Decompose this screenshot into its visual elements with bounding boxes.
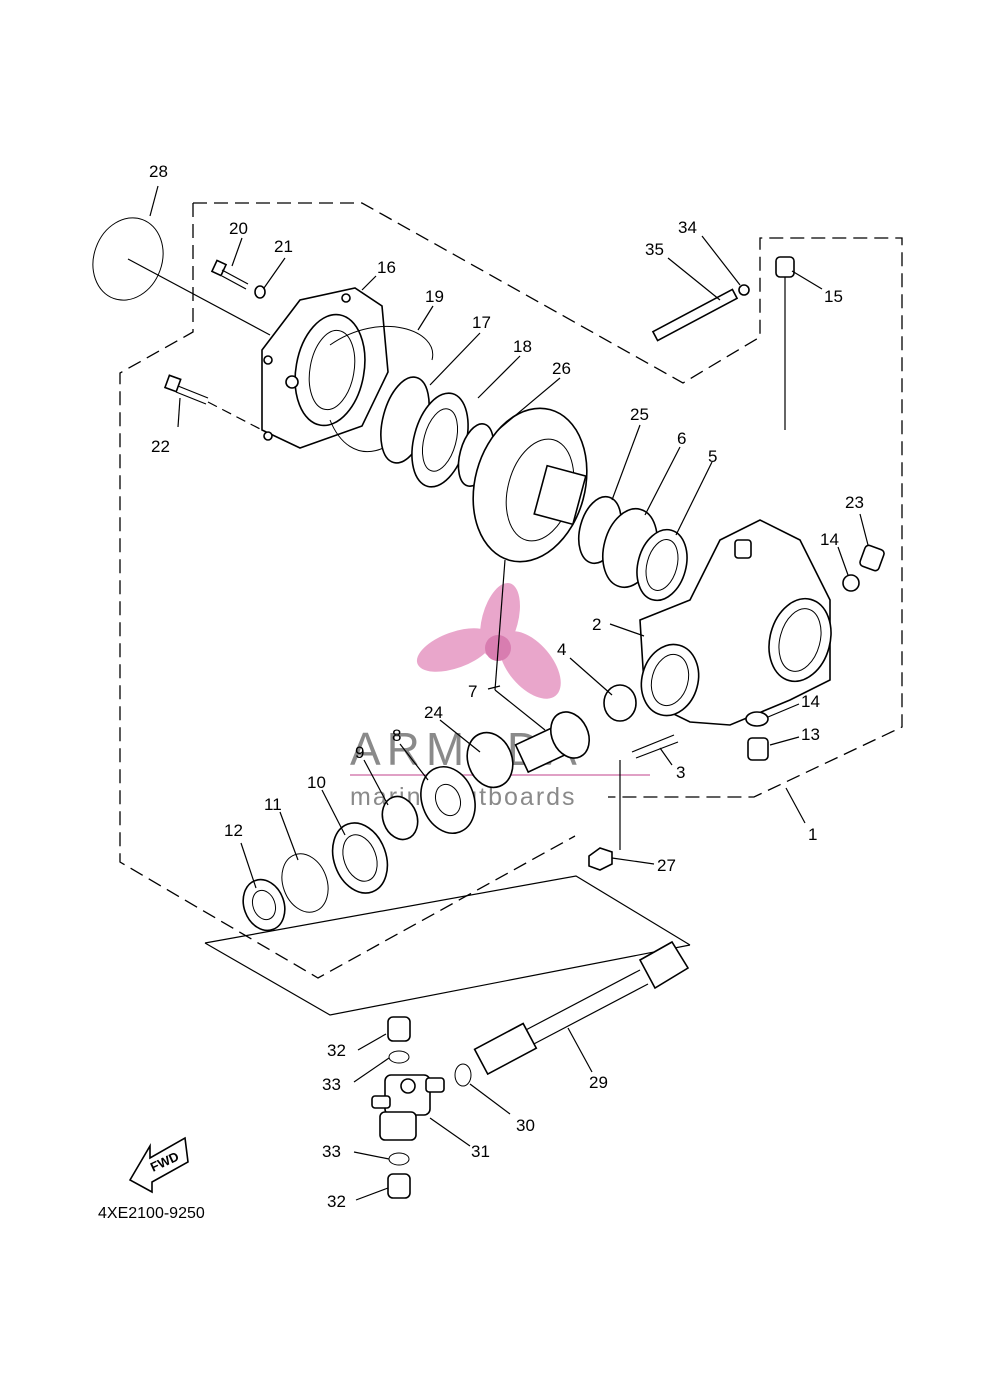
assembly-outlines <box>119 202 903 979</box>
o-ring-11 <box>281 853 329 913</box>
part-labels: 1 2 3 4 5 6 7 8 9 10 11 12 13 14 14 15 1… <box>149 162 864 1211</box>
label-2: 2 <box>592 615 601 634</box>
bearing-cap-32a <box>387 1016 411 1042</box>
label-20: 20 <box>229 219 248 238</box>
pin-35 <box>651 288 739 342</box>
pinion-gear-7 <box>494 559 591 774</box>
label-28: 28 <box>149 162 168 181</box>
label-29: 29 <box>589 1073 608 1092</box>
label-1: 1 <box>808 825 817 844</box>
label-25: 25 <box>630 405 649 424</box>
plug-13 <box>747 737 769 761</box>
label-24: 24 <box>424 703 443 722</box>
label-27: 27 <box>657 856 676 875</box>
label-33a: 33 <box>322 1075 341 1094</box>
label-14b: 14 <box>801 692 820 711</box>
label-16: 16 <box>377 258 396 277</box>
label-10: 10 <box>307 773 326 792</box>
label-21: 21 <box>274 237 293 256</box>
label-5: 5 <box>708 447 717 466</box>
washer-21 <box>254 285 266 299</box>
seal-12 <box>242 878 286 932</box>
bolt-20 <box>210 259 249 290</box>
label-7: 7 <box>468 682 477 701</box>
label-23: 23 <box>845 493 864 512</box>
race-5 <box>636 528 688 602</box>
drive-assembly-outline <box>119 203 576 979</box>
circlip-30 <box>454 1063 472 1087</box>
nut-10 <box>331 822 389 894</box>
label-6: 6 <box>677 429 686 448</box>
leader-lines <box>149 185 869 1201</box>
stud-3 <box>619 734 679 850</box>
bearing-cap-32b <box>387 1173 411 1199</box>
diagram-code: 4XE2100-9250 <box>98 1205 205 1222</box>
fwd-arrow-icon: FWD <box>128 1136 189 1194</box>
label-17: 17 <box>472 313 491 332</box>
label-30: 30 <box>516 1116 535 1135</box>
label-4: 4 <box>557 640 566 659</box>
universal-joint-31 <box>371 1074 445 1141</box>
label-22: 22 <box>151 437 170 456</box>
label-9: 9 <box>355 743 364 762</box>
drive-shaft-29 <box>473 940 690 1076</box>
housing-assembly-outline <box>193 202 903 798</box>
label-32b: 32 <box>327 1192 346 1211</box>
label-31: 31 <box>471 1142 490 1161</box>
label-35: 35 <box>645 240 664 259</box>
shim-24 <box>466 731 514 789</box>
label-32a: 32 <box>327 1041 346 1060</box>
label-18: 18 <box>513 337 532 356</box>
bearing-8 <box>420 766 476 834</box>
washer-34 <box>738 284 750 296</box>
label-14a: 14 <box>820 530 839 549</box>
label-11: 11 <box>264 795 282 814</box>
label-13: 13 <box>801 725 820 744</box>
collar-4 <box>603 684 637 722</box>
shaft-bracket-top <box>204 875 691 946</box>
circlip-33a <box>388 1050 410 1064</box>
o-ring-28 <box>92 217 164 301</box>
ring-gear <box>472 407 588 563</box>
circlip-33b <box>388 1152 410 1166</box>
nut-27 <box>588 847 613 871</box>
label-26: 26 <box>552 359 571 378</box>
label-8: 8 <box>392 726 401 745</box>
washer-14b <box>745 711 769 727</box>
breather-15 <box>775 256 795 430</box>
shaft-bracket-bottom <box>204 942 691 1016</box>
label-19: 19 <box>425 287 444 306</box>
cover-16 <box>261 287 389 449</box>
plug-23 <box>859 544 885 572</box>
label-12: 12 <box>224 821 243 840</box>
propeller-logo <box>416 583 561 699</box>
washer-14a <box>842 574 860 592</box>
label-3: 3 <box>676 763 685 782</box>
housing-1 <box>639 519 832 726</box>
label-33b: 33 <box>322 1142 341 1161</box>
label-34: 34 <box>678 218 697 237</box>
collar-9 <box>381 795 419 841</box>
label-15: 15 <box>824 287 843 306</box>
bolt-22 <box>163 374 209 405</box>
